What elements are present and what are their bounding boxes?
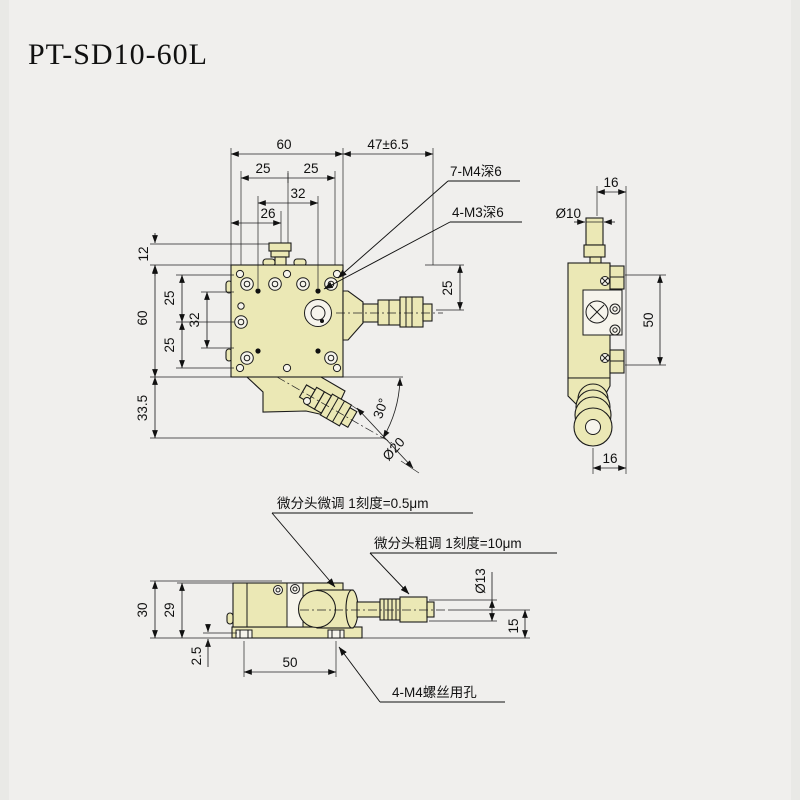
page-right-margin: [791, 0, 800, 800]
drawing-title: PT-SD10-60L: [28, 38, 208, 71]
bottom-view: 30 29 2.5 50 Ø13 15 微分头微调 1刻度=0.5μm 微分头粗…: [135, 496, 557, 703]
front-callouts: 7-M4深6 4-M3深6: [323, 164, 522, 290]
dim-dia-13: Ø13: [473, 568, 488, 594]
m3-holes: [255, 288, 321, 354]
angled-micrometer: [298, 384, 358, 429]
dim-2-5: 2.5: [189, 647, 204, 666]
dim-25-upper: 25: [162, 290, 177, 305]
page-left-margin: [0, 0, 9, 800]
callout-7-m4: 7-M4深6: [450, 164, 502, 179]
dim-25-right: 25: [303, 161, 318, 176]
dim-33-5: 33.5: [135, 395, 150, 421]
side-view-body: [567, 217, 625, 447]
callout-mount-holes: 4-M4螺丝用孔: [392, 685, 477, 700]
dim-dia-10: Ø10: [555, 206, 581, 221]
dim-26: 26: [260, 206, 275, 221]
side-view: 16 Ø10 50 16: [555, 175, 666, 474]
dim-50-bottom: 50: [282, 655, 297, 670]
dim-dia-20: Ø20: [380, 434, 408, 463]
callout-4-m3: 4-M3深6: [452, 205, 504, 220]
dim-60-left: 60: [135, 310, 150, 325]
dim-12: 12: [136, 246, 151, 261]
dim-angle-30: 30°: [370, 396, 391, 420]
dim-16-bottom: 16: [602, 451, 617, 466]
bottom-callouts: 微分头微调 1刻度=0.5μm 微分头粗调 1刻度=10μm 4-M4螺丝用孔: [271, 496, 557, 703]
dim-25-lower: 25: [162, 337, 177, 352]
callout-coarse-adjust: 微分头粗调 1刻度=10μm: [374, 536, 522, 551]
front-micrometer: [336, 290, 443, 341]
side-dimensions: 16 Ø10 50 16: [555, 175, 663, 471]
dim-50-side: 50: [641, 312, 656, 327]
dim-30: 30: [135, 602, 150, 617]
front-view-stage-body: [225, 242, 443, 444]
dim-32-left: 32: [187, 312, 202, 327]
dim-32-top: 32: [290, 186, 305, 201]
front-dimensions: 60 47±6.5 25 25 32 26 12 60 25 32 25: [135, 137, 463, 469]
bottom-extension-lines: [150, 580, 530, 677]
dim-16-top: 16: [603, 175, 618, 190]
dim-width-60: 60: [276, 137, 291, 152]
bottom-dimensions: 30 29 2.5 50 Ø13 15: [135, 568, 528, 675]
dim-25-right-side: 25: [440, 280, 455, 295]
dim-29: 29: [162, 602, 177, 617]
dim-travel-47: 47±6.5: [367, 137, 408, 152]
callout-fine-adjust: 微分头微调 1刻度=0.5μm: [277, 496, 428, 511]
bottom-view-body: [226, 582, 450, 639]
central-drive-circle: [304, 299, 332, 327]
dim-15: 15: [506, 618, 521, 633]
front-view: 60 47±6.5 25 25 32 26 12 60 25 32 25: [135, 137, 522, 474]
dim-25-left: 25: [255, 161, 270, 176]
bottom-micrometer: [297, 589, 450, 629]
